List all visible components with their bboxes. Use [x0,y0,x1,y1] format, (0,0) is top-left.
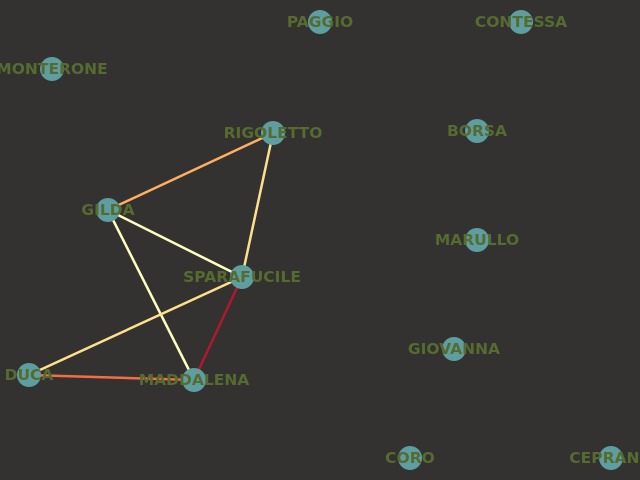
node-sparafucile [230,265,254,289]
node-contessa [509,10,533,34]
edge-sparafucile-maddalena [192,276,244,381]
node-coro [398,446,422,470]
node-label-contessa: CONTESSA [475,13,567,31]
node-rigoletto [261,121,285,145]
node-duca [17,363,41,387]
node-label-ceprano: CEPRANO [569,449,640,467]
node-marullo [465,228,489,252]
node-label-maddalena: MADDALENA [139,371,250,389]
node-paggio [308,10,332,34]
edge-duca-sparafucile [28,275,243,377]
node-label-borsa: BORSA [447,122,507,140]
node-label-marullo: MARULLO [435,231,519,249]
node-label-sparafucile: SPARAFUCILE [183,268,301,286]
nodes-layer [17,10,623,470]
node-label-gilda: GILDA [81,201,134,219]
edge-gilda-sparafucile [107,208,243,279]
node-giovanna [442,337,466,361]
edge-gilda-maddalena [106,209,196,381]
node-label-coro: CORO [385,449,435,467]
edge-rigoletto-sparafucile [240,132,275,278]
edge-gilda-rigoletto [107,131,274,212]
node-ceprano [599,446,623,470]
node-label-rigoletto: RIGOLETTO [224,124,323,142]
edge-duca-maddalena [28,373,195,382]
node-borsa [465,119,489,143]
node-label-monterone: MONTERONE [0,60,108,78]
node-gilda [96,198,120,222]
node-label-paggio: PAGGIO [287,13,353,31]
node-monterone [40,57,64,81]
labels-layer: PAGGIO CONTESSA MONTERONE RIGOLETTO BORSA GIL… [0,13,640,467]
node-maddalena [182,368,206,392]
node-label-duca: DUCA [5,366,54,384]
node-label-giovanna: GIOVANNA [408,340,500,358]
edges-layer [28,131,275,382]
